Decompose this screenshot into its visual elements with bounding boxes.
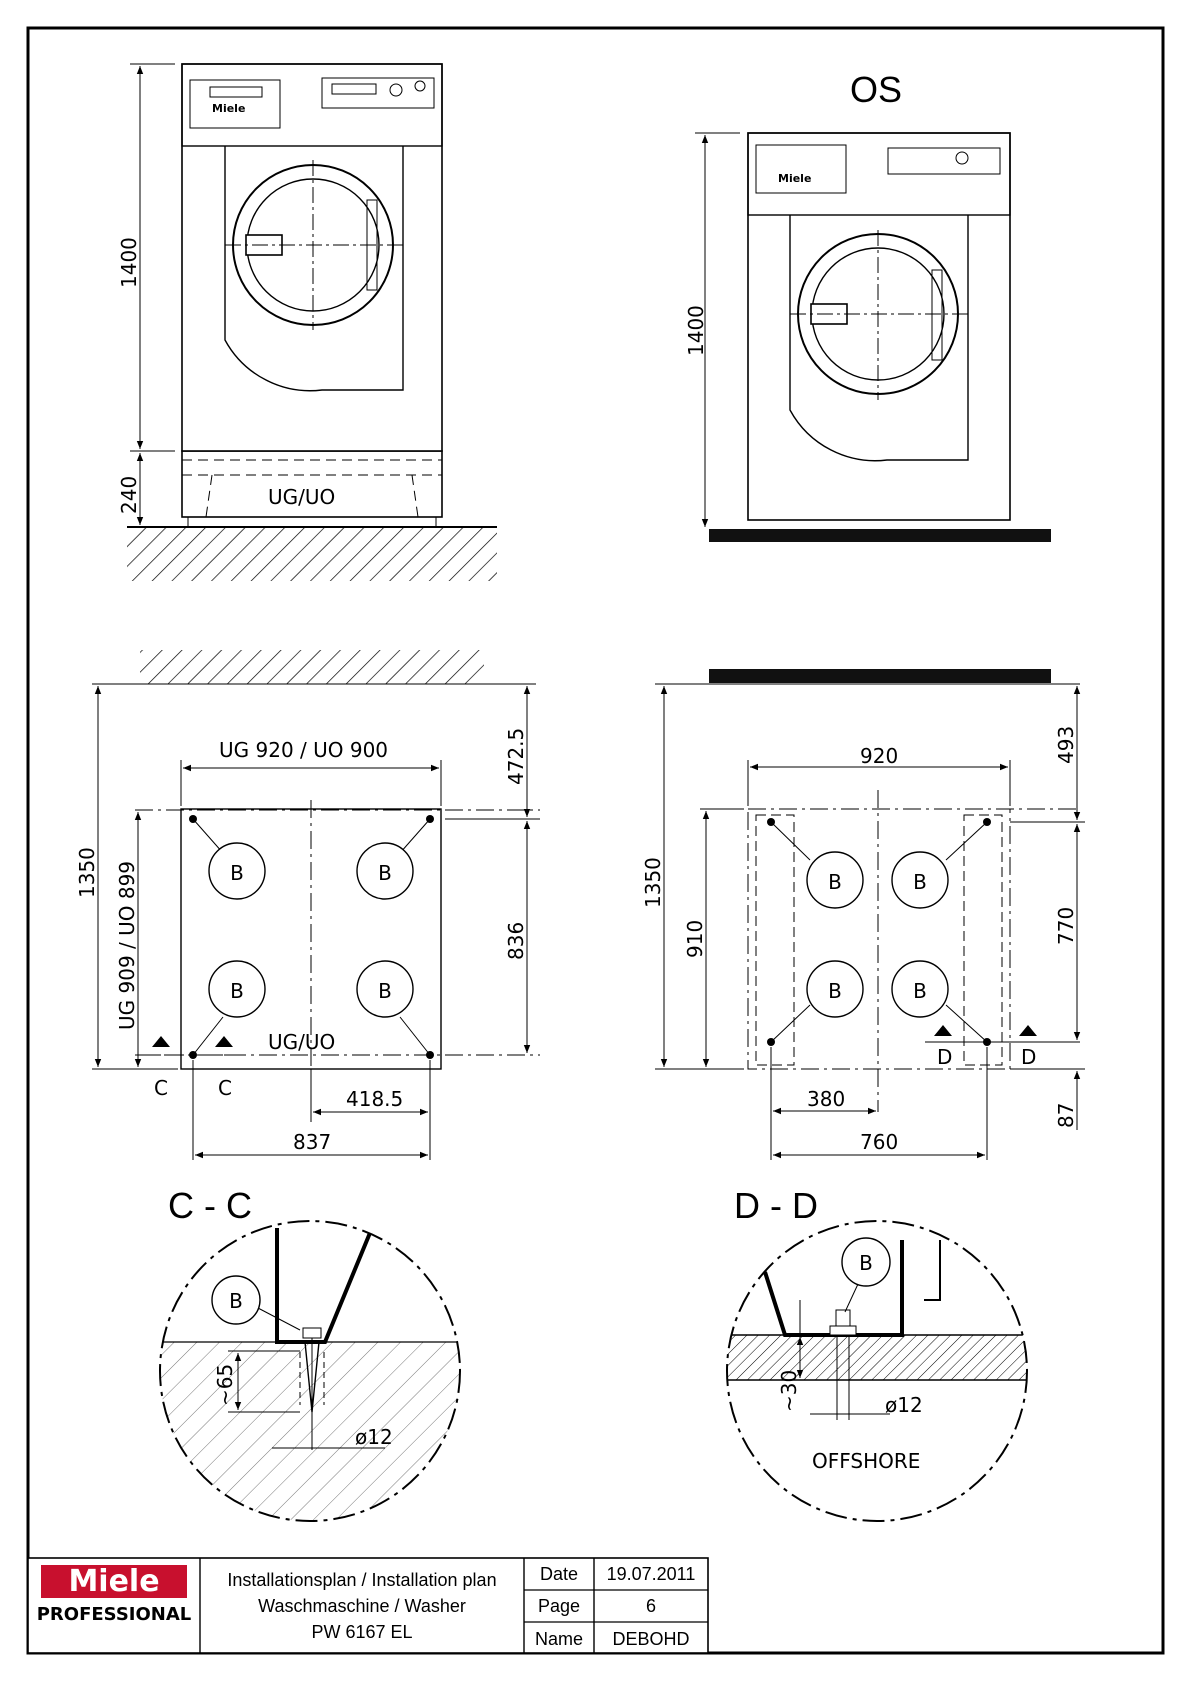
plan-view-os: B B B B D D 920 1350 910 bbox=[641, 669, 1085, 1160]
os-width-label: 920 bbox=[860, 744, 898, 768]
base-label: UG/UO bbox=[268, 485, 335, 509]
os-badge: Miele bbox=[778, 172, 811, 185]
section-d-title: D - D bbox=[734, 1185, 818, 1226]
anchor-callout: B bbox=[891, 960, 949, 1018]
ug-half-width-label: 418.5 bbox=[346, 1087, 403, 1111]
anchor-callout: B bbox=[806, 960, 864, 1018]
wall-os bbox=[709, 669, 1051, 683]
miele-logo bbox=[41, 1565, 187, 1598]
name-value: DEBOHD bbox=[612, 1629, 689, 1649]
section-d-d: D - D B ~30 ø12 OFFSHORE bbox=[726, 1185, 1028, 1522]
page-label: Page bbox=[538, 1596, 580, 1616]
front-view-ug: UG/UO Miele 1400 240 bbox=[117, 63, 497, 581]
anchor-callout: B bbox=[356, 842, 414, 900]
anchor-callout: B bbox=[891, 851, 949, 909]
ug-wall-clearance-label: 472.5 bbox=[504, 728, 528, 785]
brand-name: Miele bbox=[68, 1564, 159, 1599]
title-block: Miele PROFESSIONAL Installationsplan / I… bbox=[27, 1557, 709, 1654]
footprint-os bbox=[747, 808, 1011, 1070]
wall-hatch-ug bbox=[140, 650, 484, 684]
base-frame bbox=[181, 450, 443, 518]
svg-text:B: B bbox=[378, 979, 392, 1003]
os-wall-clearance-label: 493 bbox=[1054, 726, 1078, 764]
section-c-anchor: B bbox=[229, 1289, 243, 1313]
cut-label-c: C bbox=[154, 1076, 168, 1100]
os-hole-width-label: 760 bbox=[860, 1130, 898, 1154]
os-label: OS bbox=[850, 69, 902, 110]
os-depth-label: 910 bbox=[683, 920, 707, 958]
plan-title-line3: PW 6167 EL bbox=[311, 1622, 412, 1642]
anchor-callout: B bbox=[208, 960, 266, 1018]
os-hole-depth-label: 770 bbox=[1054, 907, 1078, 945]
ug-width-label: UG 920 / UO 900 bbox=[219, 738, 388, 762]
anchor-callout: B bbox=[208, 842, 266, 900]
cut-label-d: D bbox=[937, 1045, 952, 1069]
front-view-os: OS Miele 1400 bbox=[684, 69, 1051, 542]
date-label: Date bbox=[540, 1564, 578, 1584]
base-height-label: 240 bbox=[117, 476, 141, 514]
ug-hole-width-label: 837 bbox=[293, 1130, 331, 1154]
section-c-c: C - C B ~65 ø12 bbox=[159, 1185, 461, 1522]
front-height-label: 1400 bbox=[117, 237, 141, 288]
svg-text:B: B bbox=[828, 979, 842, 1003]
svg-text:B: B bbox=[378, 861, 392, 885]
cut-label-c: C bbox=[218, 1076, 232, 1100]
page-value: 6 bbox=[646, 1596, 656, 1616]
svg-text:B: B bbox=[913, 870, 927, 894]
drill-dia-c-label: ø12 bbox=[355, 1425, 393, 1449]
anchor-callout: B bbox=[806, 851, 864, 909]
cut-label-d: D bbox=[1021, 1045, 1036, 1069]
section-d-anchor: B bbox=[859, 1251, 873, 1275]
svg-text:B: B bbox=[230, 979, 244, 1003]
os-machine-body bbox=[747, 132, 1011, 521]
os-half-width-label: 380 bbox=[807, 1087, 845, 1111]
drill-depth-d-label: ~30 bbox=[777, 1370, 801, 1412]
name-label: Name bbox=[535, 1629, 583, 1649]
plan-base-label: UG/UO bbox=[268, 1030, 335, 1054]
floor-hatch bbox=[127, 527, 497, 581]
drill-dia-d-label: ø12 bbox=[885, 1393, 923, 1417]
plan-title-line1: Installationsplan / Installation plan bbox=[227, 1570, 496, 1590]
svg-text:B: B bbox=[230, 861, 244, 885]
plan-title-line2: Waschmaschine / Washer bbox=[258, 1596, 466, 1616]
anchor-callout: B bbox=[356, 960, 414, 1018]
os-height-label: 1400 bbox=[684, 305, 708, 356]
plan-view-ug: B B B B UG/UO C C UG 920 / UO 900 1350 bbox=[75, 650, 540, 1160]
drill-depth-c-label: ~65 bbox=[213, 1364, 237, 1406]
brand-subtitle: PROFESSIONAL bbox=[37, 1604, 192, 1625]
ug-depth-label: UG 909 / UO 899 bbox=[115, 861, 139, 1030]
control-panel bbox=[181, 63, 443, 147]
os-total-depth-label: 1350 bbox=[641, 857, 665, 908]
svg-text:B: B bbox=[828, 870, 842, 894]
os-front-offset-label: 87 bbox=[1054, 1103, 1078, 1128]
front-badge: Miele bbox=[212, 102, 245, 115]
offshore-label: OFFSHORE bbox=[812, 1449, 920, 1473]
os-floor bbox=[709, 529, 1051, 542]
svg-text:B: B bbox=[913, 979, 927, 1003]
ug-total-depth-label: 1350 bbox=[75, 847, 99, 898]
ug-hole-depth-label: 836 bbox=[504, 922, 528, 960]
section-c-title: C - C bbox=[168, 1185, 252, 1226]
date-value: 19.07.2011 bbox=[607, 1564, 696, 1584]
